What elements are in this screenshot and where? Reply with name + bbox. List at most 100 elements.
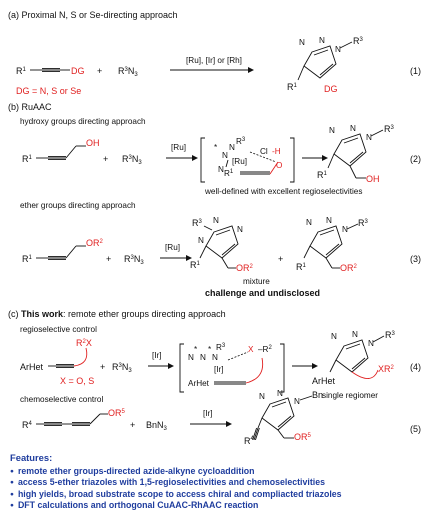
svg-text:R3: R3 (192, 218, 203, 228)
eq-4: (4) (410, 362, 421, 372)
svg-text:OR2: OR2 (340, 263, 358, 273)
svg-text:[Ir]: [Ir] (152, 351, 162, 360)
svg-text:N: N (342, 225, 348, 234)
svg-text:N: N (329, 126, 335, 135)
r4-bottom-label: R4 (244, 436, 254, 446)
alkyne-b1 (36, 145, 86, 160)
alkyne-b2 (36, 245, 86, 260)
dg-label: DG (71, 66, 85, 76)
hydroxy-heading: hydroxy groups directing approach (20, 117, 146, 126)
svg-text:XR2: XR2 (378, 364, 395, 374)
svg-text:N: N (277, 389, 283, 398)
svg-text:*: * (214, 143, 218, 152)
azide-a: R3N3 (118, 66, 138, 78)
svg-text:R3: R3 (384, 124, 395, 134)
svg-text:[Ir]: [Ir] (203, 409, 213, 418)
svg-text:-H: -H (272, 147, 281, 156)
svg-text:N: N (319, 36, 325, 45)
ether-heading: ether groups directing approach (20, 201, 136, 210)
svg-text:R1: R1 (317, 170, 328, 180)
svg-text:OR2: OR2 (86, 238, 104, 248)
svg-text:DG: DG (324, 84, 338, 94)
features-title: Features: (10, 452, 53, 463)
diyne-c2 (36, 413, 108, 426)
feature-item: remote ether groups-directed azide-alkyn… (10, 466, 430, 477)
svg-text:R1: R1 (190, 260, 201, 270)
svg-text:X: X (248, 345, 254, 354)
svg-text:N: N (213, 216, 219, 225)
feature-item: high yields, broad substrate scope to ac… (10, 489, 430, 500)
svg-text:+: + (100, 362, 105, 372)
svg-text:[Ru]: [Ru] (165, 243, 180, 252)
svg-text:R2X: R2X (76, 338, 92, 348)
eq-1: (1) (410, 66, 421, 76)
svg-text:N: N (198, 236, 204, 245)
intermediate-bracket-b (200, 137, 295, 183)
svg-text:R3: R3 (236, 137, 246, 146)
svg-text:N: N (294, 397, 300, 406)
section-c-title: (c) This work: remote ether groups direc… (8, 309, 226, 319)
svg-text:[Ru]: [Ru] (232, 157, 247, 166)
svg-text:+: + (106, 254, 111, 264)
svg-text:*: * (208, 345, 212, 354)
triazole-b1 (333, 133, 367, 167)
svg-text:N: N (259, 392, 265, 401)
svg-text:N: N (299, 38, 305, 47)
svg-text:OR5: OR5 (294, 432, 312, 440)
svg-text:R3: R3 (385, 330, 396, 340)
svg-text:R1: R1 (224, 169, 234, 178)
feature-item: access 5-ether triazoles with 1,5-regios… (10, 477, 430, 488)
r1-label: R1 (16, 66, 27, 76)
svg-text:+: + (103, 154, 108, 164)
intermediate-bracket-c (179, 343, 285, 393)
hydroxy-note: well-defined with excellent regioselecti… (204, 187, 362, 196)
svg-text:N: N (200, 353, 206, 362)
svg-text:OR2: OR2 (236, 263, 254, 273)
feature-item: DFT calculations and orthogonal CuAAC-Rh… (10, 500, 430, 511)
svg-text:[Ru]: [Ru] (171, 143, 186, 152)
challenge-label: challenge and undisclosed (205, 288, 320, 298)
svg-text:R1: R1 (22, 154, 33, 164)
svg-text:R1: R1 (287, 82, 298, 92)
svg-text:N: N (335, 45, 341, 54)
svg-text:N: N (237, 225, 243, 234)
svg-text:ArHet: ArHet (312, 376, 336, 386)
alkyne-c1 (48, 347, 88, 368)
svg-text:R3: R3 (216, 343, 226, 352)
features-list: remote ether groups-directed azide-alkyn… (10, 466, 430, 512)
plus-a: + (97, 66, 102, 76)
dg-definition: DG = N, S or Se (16, 86, 81, 96)
eq-3: (3) (410, 254, 421, 264)
svg-text:+: + (130, 420, 135, 430)
svg-text:ArHet: ArHet (188, 379, 210, 388)
svg-text:R3: R3 (353, 36, 364, 46)
svg-text:R3N3: R3N3 (112, 362, 132, 374)
svg-text:N: N (306, 218, 312, 227)
svg-text:N: N (212, 353, 218, 362)
svg-text:O: O (276, 161, 282, 170)
svg-text:N: N (222, 151, 228, 160)
triazole-a (303, 45, 337, 79)
svg-text:N: N (366, 133, 372, 142)
section-a-title: (a) Proximal N, S or Se-directing approa… (8, 10, 178, 20)
triazole-c1 (335, 339, 369, 373)
triazole-c2 (261, 397, 295, 431)
svg-text:R1: R1 (22, 254, 33, 264)
svg-text:BnN3: BnN3 (146, 420, 168, 432)
reagent-a: [Ru], [Ir] or [Rh] (186, 56, 242, 65)
svg-text:*: * (194, 345, 198, 354)
section-b-title: (b) RuAAC (8, 102, 52, 112)
svg-text:N: N (326, 216, 332, 225)
svg-text:N: N (188, 353, 194, 362)
svg-text:Bn: Bn (312, 390, 323, 400)
svg-text:N: N (352, 330, 358, 339)
svg-text:R1: R1 (296, 262, 307, 272)
eq-5: (5) (410, 424, 421, 434)
triazole-b3 (309, 225, 343, 259)
mixture-label: mixture (243, 277, 270, 286)
features-section: Features: remote ether groups-directed a… (10, 452, 430, 512)
svg-text:N: N (368, 339, 374, 348)
svg-text:OH: OH (366, 174, 380, 184)
chemo-heading: chemoselective control (20, 395, 103, 404)
svg-text:N: N (350, 124, 356, 133)
